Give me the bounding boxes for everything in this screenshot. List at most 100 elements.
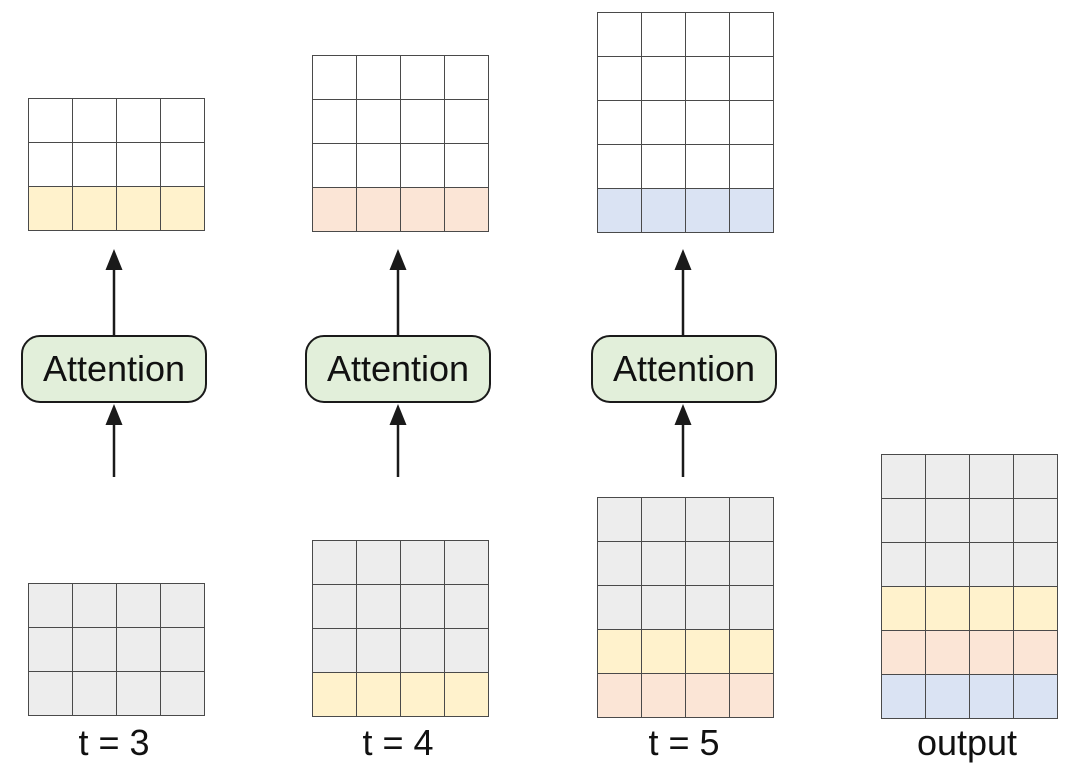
attention-box-label: Attention bbox=[612, 348, 756, 389]
matrix-cell bbox=[881, 454, 926, 499]
matrix-row bbox=[597, 144, 774, 189]
matrix-cell bbox=[444, 628, 489, 673]
matrix-cell bbox=[116, 142, 161, 187]
matrix-cell bbox=[72, 627, 117, 672]
matrix-cell bbox=[356, 143, 401, 188]
matrix-row bbox=[312, 540, 489, 585]
matrix-cell bbox=[925, 630, 970, 675]
matrix-cell bbox=[729, 541, 774, 586]
matrix-cell bbox=[116, 583, 161, 628]
matrix-table bbox=[881, 454, 1058, 719]
matrix-row bbox=[881, 630, 1058, 675]
matrix-cell bbox=[312, 55, 357, 100]
matrix-row bbox=[881, 454, 1058, 499]
matrix-cell bbox=[28, 671, 73, 716]
attention-box-t3: Attention bbox=[21, 335, 207, 403]
matrix-cell bbox=[444, 187, 489, 232]
matrix-cell bbox=[72, 186, 117, 231]
matrix-cell bbox=[312, 99, 357, 144]
matrix-row bbox=[28, 142, 205, 187]
matrix-cell bbox=[28, 142, 73, 187]
matrix-row bbox=[597, 100, 774, 145]
matrix-cell bbox=[356, 584, 401, 629]
matrix-cell bbox=[969, 674, 1014, 719]
matrix-cell bbox=[400, 55, 445, 100]
matrix-output bbox=[881, 454, 1058, 719]
matrix-cell bbox=[1013, 630, 1058, 675]
matrix-t4-attention-output bbox=[312, 55, 489, 232]
attention-box-label: Attention bbox=[326, 348, 470, 389]
matrix-t5-attention-output bbox=[597, 12, 774, 233]
matrix-row bbox=[312, 143, 489, 188]
matrix-cell bbox=[925, 674, 970, 719]
matrix-cell bbox=[925, 586, 970, 631]
matrix-row bbox=[312, 584, 489, 629]
matrix-cell bbox=[597, 100, 642, 145]
matrix-cell bbox=[969, 454, 1014, 499]
matrix-cell bbox=[28, 186, 73, 231]
matrix-row bbox=[881, 586, 1058, 631]
matrix-row bbox=[597, 188, 774, 233]
matrix-cell bbox=[400, 99, 445, 144]
matrix-t4-input bbox=[312, 540, 489, 717]
matrix-cell bbox=[1013, 454, 1058, 499]
matrix-cell bbox=[444, 540, 489, 585]
matrix-cell bbox=[685, 585, 730, 630]
matrix-cell bbox=[685, 673, 730, 718]
attention-box-label: Attention bbox=[42, 348, 186, 389]
matrix-cell bbox=[729, 629, 774, 674]
matrix-cell bbox=[1013, 498, 1058, 543]
matrix-cell bbox=[160, 142, 205, 187]
matrix-cell bbox=[400, 628, 445, 673]
matrix-row bbox=[28, 98, 205, 143]
matrix-cell bbox=[925, 498, 970, 543]
matrix-cell bbox=[641, 673, 686, 718]
matrix-row bbox=[597, 12, 774, 57]
matrix-cell bbox=[72, 142, 117, 187]
matrix-cell bbox=[312, 628, 357, 673]
matrix-cell bbox=[444, 99, 489, 144]
up-arrow-icon bbox=[674, 404, 692, 477]
matrix-cell bbox=[729, 56, 774, 101]
matrix-row bbox=[597, 629, 774, 674]
matrix-cell bbox=[597, 585, 642, 630]
matrix-cell bbox=[116, 671, 161, 716]
matrix-cell bbox=[729, 12, 774, 57]
up-arrow-icon bbox=[105, 249, 123, 335]
matrix-cell bbox=[160, 627, 205, 672]
matrix-row bbox=[28, 627, 205, 672]
matrix-cell bbox=[729, 497, 774, 542]
matrix-cell bbox=[400, 540, 445, 585]
matrix-cell bbox=[312, 143, 357, 188]
matrix-cell bbox=[72, 671, 117, 716]
matrix-cell bbox=[641, 629, 686, 674]
matrix-cell bbox=[1013, 586, 1058, 631]
matrix-t3-attention-output bbox=[28, 98, 205, 231]
matrix-cell bbox=[160, 186, 205, 231]
matrix-cell bbox=[641, 56, 686, 101]
matrix-cell bbox=[881, 674, 926, 719]
matrix-cell bbox=[881, 586, 926, 631]
matrix-cell bbox=[925, 542, 970, 587]
matrix-row bbox=[312, 672, 489, 717]
matrix-cell bbox=[729, 673, 774, 718]
matrix-cell bbox=[356, 540, 401, 585]
matrix-cell bbox=[641, 497, 686, 542]
matrix-cell bbox=[28, 98, 73, 143]
matrix-cell bbox=[597, 188, 642, 233]
matrix-cell bbox=[72, 98, 117, 143]
matrix-cell bbox=[312, 187, 357, 232]
matrix-cell bbox=[160, 583, 205, 628]
matrix-row bbox=[597, 497, 774, 542]
matrix-cell bbox=[28, 627, 73, 672]
up-arrow-icon bbox=[674, 249, 692, 335]
matrix-cell bbox=[685, 497, 730, 542]
matrix-table bbox=[312, 540, 489, 717]
matrix-cell bbox=[444, 143, 489, 188]
column-label-t3: t = 3 bbox=[78, 722, 150, 763]
matrix-cell bbox=[312, 672, 357, 717]
matrix-cell bbox=[400, 187, 445, 232]
matrix-cell bbox=[597, 144, 642, 189]
matrix-cell bbox=[641, 144, 686, 189]
matrix-cell bbox=[444, 584, 489, 629]
